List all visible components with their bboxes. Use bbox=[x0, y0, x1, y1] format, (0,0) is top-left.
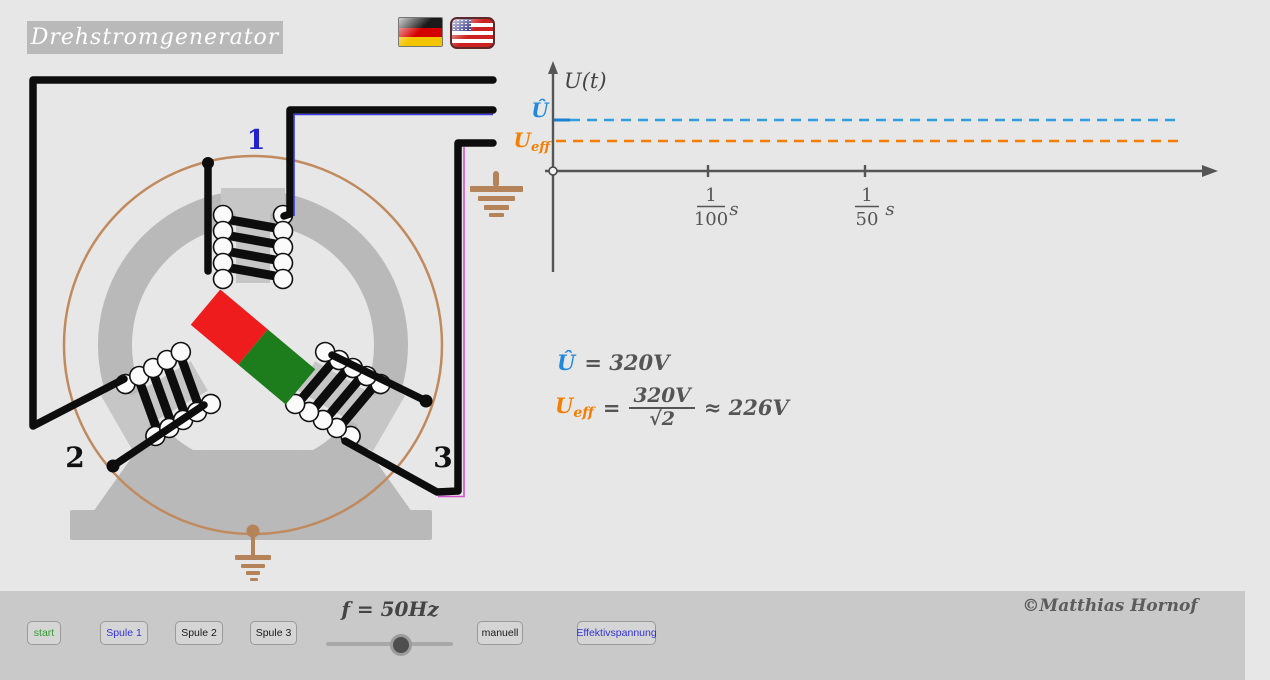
rotor-magnet bbox=[190, 289, 316, 405]
graph-ylabel: U(t) bbox=[564, 69, 607, 93]
y-axis-arrow bbox=[548, 61, 558, 74]
ground-symbol-terminal bbox=[470, 171, 523, 217]
coil-1 bbox=[214, 188, 293, 289]
magnet-south-green bbox=[238, 329, 316, 405]
coil3-neutral-lead bbox=[328, 351, 430, 405]
svg-text:1: 1 bbox=[705, 185, 716, 206]
wire-coil1-terminal2 bbox=[280, 106, 497, 220]
frequency-slider-knob[interactable] bbox=[390, 634, 412, 656]
app-title: Drehstromgenerator bbox=[30, 25, 280, 50]
svg-text:50: 50 bbox=[856, 209, 879, 230]
ground-symbol-neutral bbox=[235, 524, 271, 581]
us-flag-button[interactable] bbox=[450, 17, 495, 49]
ueff-symbol: Ueff bbox=[555, 393, 594, 421]
equals-sign: = bbox=[602, 394, 621, 420]
coil1-highlight-blue-line bbox=[293, 113, 493, 216]
ueff-label: Ueff bbox=[514, 128, 553, 155]
uhat-formula: Û = 320V bbox=[557, 350, 669, 375]
tick-label-1-100s: 1 100 s bbox=[694, 185, 739, 230]
german-flag-button[interactable] bbox=[398, 17, 443, 47]
wire-coil3-terminal3 bbox=[341, 139, 497, 496]
effektivspannung-button[interactable]: Effektivspannung bbox=[576, 621, 657, 645]
flag-gloss bbox=[399, 18, 442, 46]
uhat-symbol: Û bbox=[557, 350, 576, 375]
fraction-denominator: √2 bbox=[649, 407, 675, 430]
origin-point bbox=[548, 166, 558, 176]
start-button[interactable]: start bbox=[27, 621, 61, 645]
neutral-connection-dots bbox=[106, 157, 433, 473]
wire-coil2-terminal1 bbox=[29, 76, 497, 430]
spule-1-button[interactable]: Spule 1 bbox=[100, 621, 148, 645]
manuell-button[interactable]: manuell bbox=[477, 621, 523, 645]
coil-2-label: 2 bbox=[65, 441, 84, 474]
copyright-text: ©Matthias Hornof bbox=[1022, 596, 1198, 616]
spule-3-button[interactable]: Spule 3 bbox=[250, 621, 297, 645]
graph-axes bbox=[545, 70, 1204, 272]
ueff-formula: Ueff = 320V √2 ≈ 226V bbox=[555, 381, 789, 433]
ueff-fraction: 320V √2 bbox=[629, 384, 695, 430]
frequency-slider-track[interactable] bbox=[326, 642, 453, 646]
coil-1-label: 1 bbox=[247, 125, 266, 156]
magnet-north-red bbox=[190, 289, 268, 365]
ueff-approx-value: ≈ 226V bbox=[703, 394, 789, 420]
coil2-neutral-lead bbox=[109, 401, 208, 470]
fraction-numerator: 320V bbox=[629, 384, 695, 409]
spule-2-button[interactable]: Spule 2 bbox=[175, 621, 223, 645]
coil3-highlight-magenta-line bbox=[438, 147, 465, 498]
svg-text:s: s bbox=[885, 199, 894, 220]
coil-3-label: 3 bbox=[433, 441, 452, 474]
x-axis-arrow bbox=[1202, 165, 1218, 177]
frequency-slider-label: f = 50Hz bbox=[341, 597, 439, 621]
svg-text:100: 100 bbox=[694, 209, 728, 230]
svg-text:s: s bbox=[729, 199, 738, 220]
app-title-box: Drehstromgenerator bbox=[27, 21, 283, 54]
tick-label-1-50s: 1 50 s bbox=[855, 185, 895, 230]
uhat-label: Û bbox=[531, 97, 550, 122]
voltage-graph: U(t) Û Ueff 1 100 s 1 50 s bbox=[514, 61, 1218, 272]
uhat-value: = 320V bbox=[584, 350, 670, 375]
flag-gloss bbox=[452, 19, 493, 47]
svg-text:1: 1 bbox=[861, 185, 872, 206]
